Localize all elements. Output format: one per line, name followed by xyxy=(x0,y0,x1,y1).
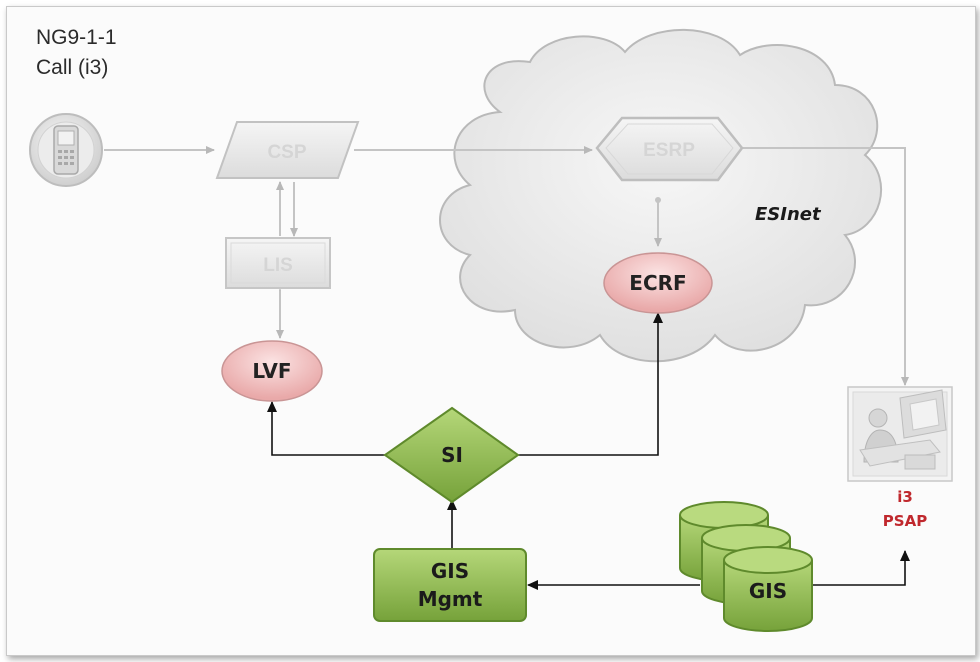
esinet-cloud: ESInet xyxy=(439,28,882,363)
gis-mgmt-node: GIS Mgmt xyxy=(373,548,527,622)
ecrf-node: ECRF xyxy=(603,252,713,314)
esinet-label: ESInet xyxy=(755,204,822,225)
psap-node: i3 PSAP xyxy=(847,386,953,530)
esrp-label: ESRP xyxy=(643,140,695,161)
esrp-node: ESRP xyxy=(595,116,744,182)
database-stack-icon: GIS xyxy=(679,501,813,632)
csp-node: CSP xyxy=(215,121,360,179)
call-title: NG9-1-1 Call (i3) xyxy=(36,26,117,79)
psap-label-line2: PSAP xyxy=(883,512,927,530)
gis-data-connectors xyxy=(267,312,910,590)
esrp-to-psap-arrow xyxy=(742,147,909,386)
gis-database-front: GIS xyxy=(723,546,813,632)
call-path-connectors xyxy=(104,146,909,386)
si-node: SI xyxy=(383,406,520,504)
phone-icon xyxy=(53,125,79,175)
ecrf-label: ECRF xyxy=(629,271,686,295)
si-to-ecrf-arrow xyxy=(518,312,663,456)
lvf-node: LVF xyxy=(221,340,323,402)
call-title-line2: Call (i3) xyxy=(36,56,108,79)
si-to-lvf-arrow xyxy=(267,401,385,456)
csp-label: CSP xyxy=(267,142,306,163)
lis-node: LIS xyxy=(225,237,331,289)
gis-to-psap-arrow xyxy=(810,550,910,586)
gis-mgmt-label-line1: GIS xyxy=(431,559,469,583)
gis-label: GIS xyxy=(749,579,787,603)
lis-label: LIS xyxy=(263,255,293,276)
psap-label-line1: i3 xyxy=(897,488,913,506)
si-label: SI xyxy=(441,443,463,467)
lvf-label: LVF xyxy=(252,359,291,383)
call-title-line1: NG9-1-1 xyxy=(36,26,117,49)
call-taker-workstation-icon xyxy=(847,386,953,482)
caller-phone xyxy=(29,113,103,187)
gis-mgmt-label-line2: Mgmt xyxy=(418,587,483,611)
